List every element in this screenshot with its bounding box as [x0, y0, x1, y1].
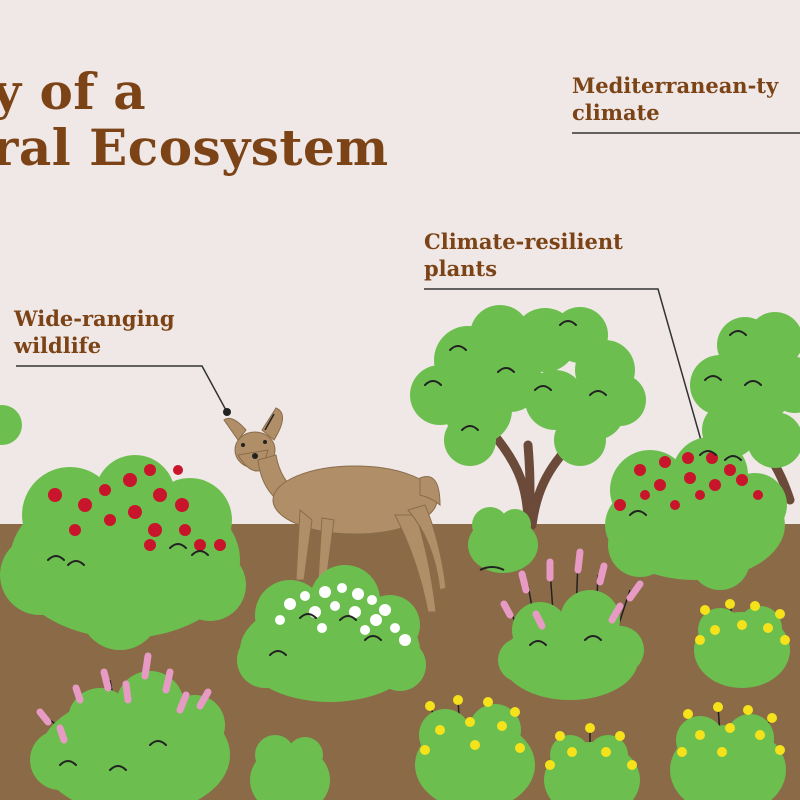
yellow-flower-bush-upper-right [694, 599, 790, 688]
callout-wildlife-line-1: Wide-ranging [14, 306, 175, 331]
callout-dot-wildlife [223, 408, 231, 416]
small-bush-center [468, 507, 538, 573]
callout-wildlife-line-2: wildlife [14, 333, 102, 358]
edge-bush-left [0, 405, 22, 445]
callout-climate-line-2: climate [572, 100, 660, 125]
yellow-flower-bush-bottom-1 [415, 695, 535, 800]
callout-line-plants [424, 288, 707, 459]
yellow-flower-bush-bottom-2 [544, 723, 640, 800]
callout-plants: Climate-resilient plants [424, 228, 623, 282]
oak-tree-center [410, 305, 646, 530]
callout-plants-line-1: Climate-resilient [424, 229, 623, 254]
callout-plants-line-2: plants [424, 256, 498, 281]
title-line-2: ral Ecosystem [0, 118, 389, 177]
red-flower-bush-right [605, 437, 787, 590]
yellow-flower-bush-bottom-3 [670, 702, 786, 800]
pink-spike-bush-center [498, 548, 644, 700]
callout-climate: Mediterranean-ty climate [572, 72, 778, 126]
callout-climate-line-1: Mediterranean-ty [572, 73, 779, 98]
callout-line-wildlife [16, 365, 228, 413]
small-bush-bottom [250, 735, 330, 800]
deer-face [241, 440, 267, 459]
red-flower-bush-left [0, 455, 246, 650]
white-flower-bush [237, 565, 426, 702]
deer [223, 407, 447, 613]
pink-spike-bush-left [30, 652, 230, 800]
callout-wildlife: Wide-ranging wildlife [14, 305, 175, 359]
title-line-1: y of a [0, 62, 147, 121]
deer-ear-inner [264, 413, 275, 431]
